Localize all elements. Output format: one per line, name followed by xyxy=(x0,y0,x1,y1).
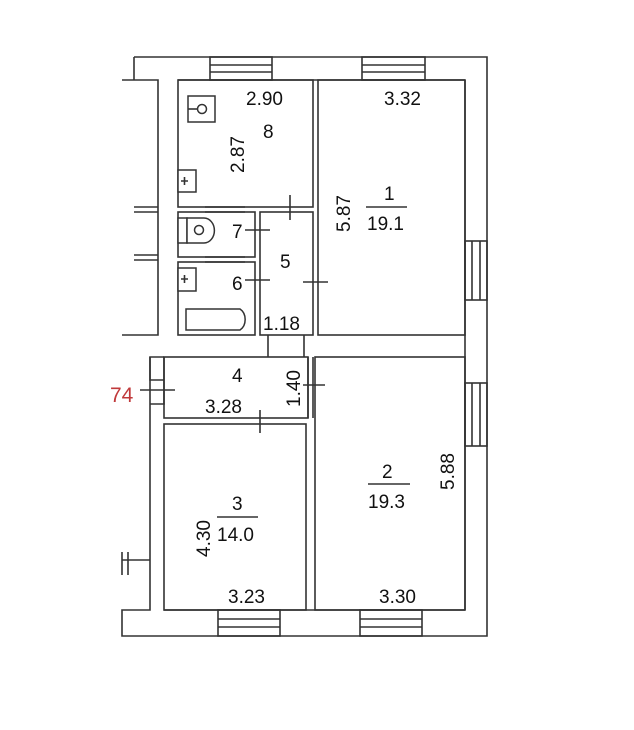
room-5-number: 5 xyxy=(280,252,291,273)
fixtures xyxy=(177,95,246,331)
windows xyxy=(209,56,488,637)
room-1-number: 1 xyxy=(384,184,395,205)
bathtub-icon xyxy=(185,308,246,331)
window xyxy=(464,382,488,447)
room-3-number: 3 xyxy=(232,494,243,515)
sink-icon xyxy=(177,169,197,193)
room-4-number: 4 xyxy=(232,366,243,387)
room-2-width: 3.30 xyxy=(379,587,416,608)
room-2-area: 19.3 xyxy=(368,492,405,513)
window xyxy=(217,609,281,637)
room-1-area: 19.1 xyxy=(367,214,404,235)
marker-label: 74 xyxy=(110,384,134,407)
room-8-number: 8 xyxy=(263,122,274,143)
room-4-length: 1.40 xyxy=(284,370,305,407)
room-8-width: 2.90 xyxy=(246,89,283,110)
washbasin-icon xyxy=(177,267,197,292)
room-6-number: 6 xyxy=(232,274,243,295)
room-7-number: 7 xyxy=(232,222,243,243)
window xyxy=(209,56,273,81)
room-1-length: 5.87 xyxy=(334,195,355,232)
window xyxy=(361,56,426,81)
toilet-icon xyxy=(177,217,216,244)
room-8-length: 2.87 xyxy=(228,136,249,173)
room-2-number: 2 xyxy=(382,462,393,483)
room-3-length: 4.30 xyxy=(194,520,215,557)
room-3-area: 14.0 xyxy=(217,525,254,546)
room-2-length: 5.88 xyxy=(438,453,459,490)
room-5-width: 1.18 xyxy=(263,314,300,335)
room-1-width: 3.32 xyxy=(384,89,421,110)
door-marks xyxy=(140,195,328,433)
stove-icon xyxy=(187,95,216,123)
window xyxy=(359,609,423,637)
room-4-width: 3.28 xyxy=(205,397,242,418)
room-3-width: 3.23 xyxy=(228,587,265,608)
window xyxy=(464,240,488,301)
